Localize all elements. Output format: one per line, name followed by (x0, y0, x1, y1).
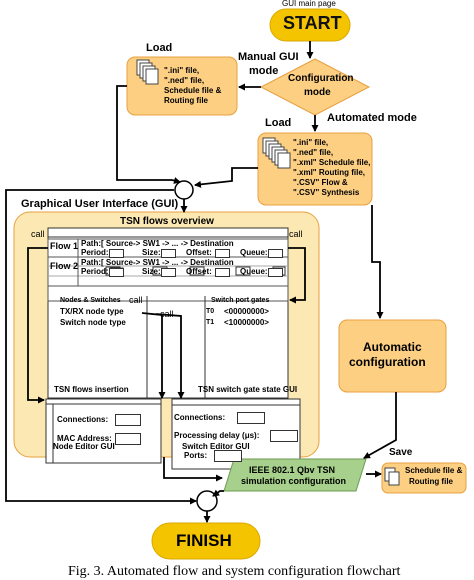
document-icon (384, 467, 400, 486)
manual-gui-mode-line-1: Manual GUI (238, 51, 299, 63)
flow-1-period: Period: (81, 248, 109, 257)
node-connections-label: Connections: (57, 415, 109, 424)
manual-file-2: ".ned" file, (164, 76, 205, 85)
switch-ports-label: Ports: (184, 451, 208, 460)
port-gate-t0-value: <00000000> (224, 307, 269, 316)
flow-2-size: Size: (142, 267, 161, 276)
call-label-left: call (31, 229, 45, 239)
flow-1-queue: Queue: (240, 248, 268, 257)
flow-1-offset: Offset: (186, 248, 212, 257)
call-label-right: call (289, 229, 303, 239)
port-gate-t1-id: T1 (206, 319, 215, 326)
automated-mode-label: Automated mode (327, 112, 417, 124)
switch-connections-label: Connections: (174, 413, 226, 422)
finish-label: FINISH (176, 531, 232, 550)
ieee-config-line-1: IEEE 802.1 Qbv TSN (249, 465, 336, 475)
gui-title: Graphical User Interface (GUI) (21, 198, 179, 210)
auto-file-5: ".CSV" Flow & (293, 178, 348, 187)
merge-connector-bottom (196, 490, 218, 512)
document-icon (262, 137, 291, 169)
merge-connector-top (174, 180, 194, 200)
switch-processing-delay-input[interactable] (270, 430, 298, 442)
flow-2-size-input[interactable] (161, 268, 176, 277)
auto-file-4: ".xml" Routing file, (293, 168, 366, 177)
port-gate-t0-id: T0 (206, 308, 215, 315)
save-file-1: Schedule file & (405, 466, 463, 475)
flow-2-period-input[interactable] (109, 268, 124, 277)
flow-1-size: Size: (142, 248, 161, 257)
figure-caption: Fig. 3. Automated flow and system config… (68, 564, 401, 579)
flow-2-path: Path:[ Source-> SW1 -> ... -> Destinatio… (81, 258, 234, 267)
ieee-config-line-2: simulation configuration (241, 476, 346, 486)
save-box (381, 462, 467, 494)
flow-1-queue-input[interactable] (268, 249, 283, 258)
load-label-auto: Load (265, 117, 292, 129)
auto-file-1: ".ini" file, (293, 138, 329, 147)
finish-terminator (151, 522, 261, 560)
flow-2-offset-input[interactable] (215, 268, 230, 277)
node-connections-input[interactable] (115, 414, 141, 426)
automatic-configuration-line-2: configuration (349, 355, 426, 369)
node-mac-address-input[interactable] (115, 433, 141, 445)
manual-file-1: ".ini" file, (164, 66, 200, 75)
flow-1-path: Path:[ Source-> SW1 -> ... -> Destinatio… (81, 239, 234, 248)
node-mac-address-label: MAC Address: (57, 434, 112, 443)
flow-1-period-input[interactable] (109, 249, 124, 258)
nodes-switches-title: Nodes & Switches (60, 297, 121, 304)
auto-file-6: ".CSV" Synthesis (293, 188, 360, 197)
tsn-overview-title: TSN flows overview (120, 216, 214, 227)
automatic-configuration-line-1: Automatic (363, 340, 422, 354)
start-label: START (283, 13, 342, 33)
auto-file-3: ".xml" Schedule file, (293, 158, 371, 167)
gui-main-page-label: GUI main page (282, 0, 336, 8)
node-type-txrx: TX/RX node type (60, 307, 124, 316)
manual-file-4: Routing file (164, 96, 208, 105)
flow-2-offset: Offset: (186, 267, 212, 276)
switch-connections-input[interactable] (237, 412, 265, 424)
flow-2-queue-input[interactable] (268, 268, 283, 277)
port-gate-t1-value: <10000000> (224, 318, 269, 327)
ieee-config-box (223, 458, 367, 492)
automatic-configuration-box (338, 319, 447, 393)
flow-2-period: Period: (81, 267, 109, 276)
save-file-2: Routing file (409, 477, 453, 486)
call-label-switch: call (160, 309, 174, 319)
node-editor-window (45, 398, 162, 464)
flow-1-offset-input[interactable] (215, 249, 230, 258)
flow-1-size-input[interactable] (161, 249, 176, 258)
call-label-node: call (129, 295, 143, 305)
flow-2-label: Flow 2 (50, 261, 79, 271)
tsn-flows-insertion-label: TSN flows insertion (54, 385, 129, 394)
node-editor-title: Node Editor GUI (53, 442, 115, 451)
switch-processing-delay-label: Processing delay (μs): (174, 431, 260, 440)
save-label: Save (389, 447, 413, 458)
tsn-switch-gate-label: TSN switch gate state GUI (198, 385, 298, 394)
load-label-manual: Load (146, 42, 173, 54)
manual-gui-mode-line-2: mode (249, 65, 279, 77)
config-mode-line-1: Configuration (288, 73, 354, 84)
switch-port-gates-title: Switch port gates (211, 297, 270, 304)
switch-editor-title: Switch Editor GUI (182, 442, 250, 451)
auto-file-2: ".ned" file, (293, 148, 334, 157)
switch-ports-input[interactable] (214, 450, 242, 462)
config-mode-line-2: mode (304, 87, 331, 98)
manual-file-3: Schedule file & (164, 86, 222, 95)
node-type-switch: Switch node type (60, 318, 126, 327)
document-icon (136, 59, 159, 85)
flow-2-queue: Queue: (240, 267, 268, 276)
flow-1-label: Flow 1 (50, 241, 79, 251)
